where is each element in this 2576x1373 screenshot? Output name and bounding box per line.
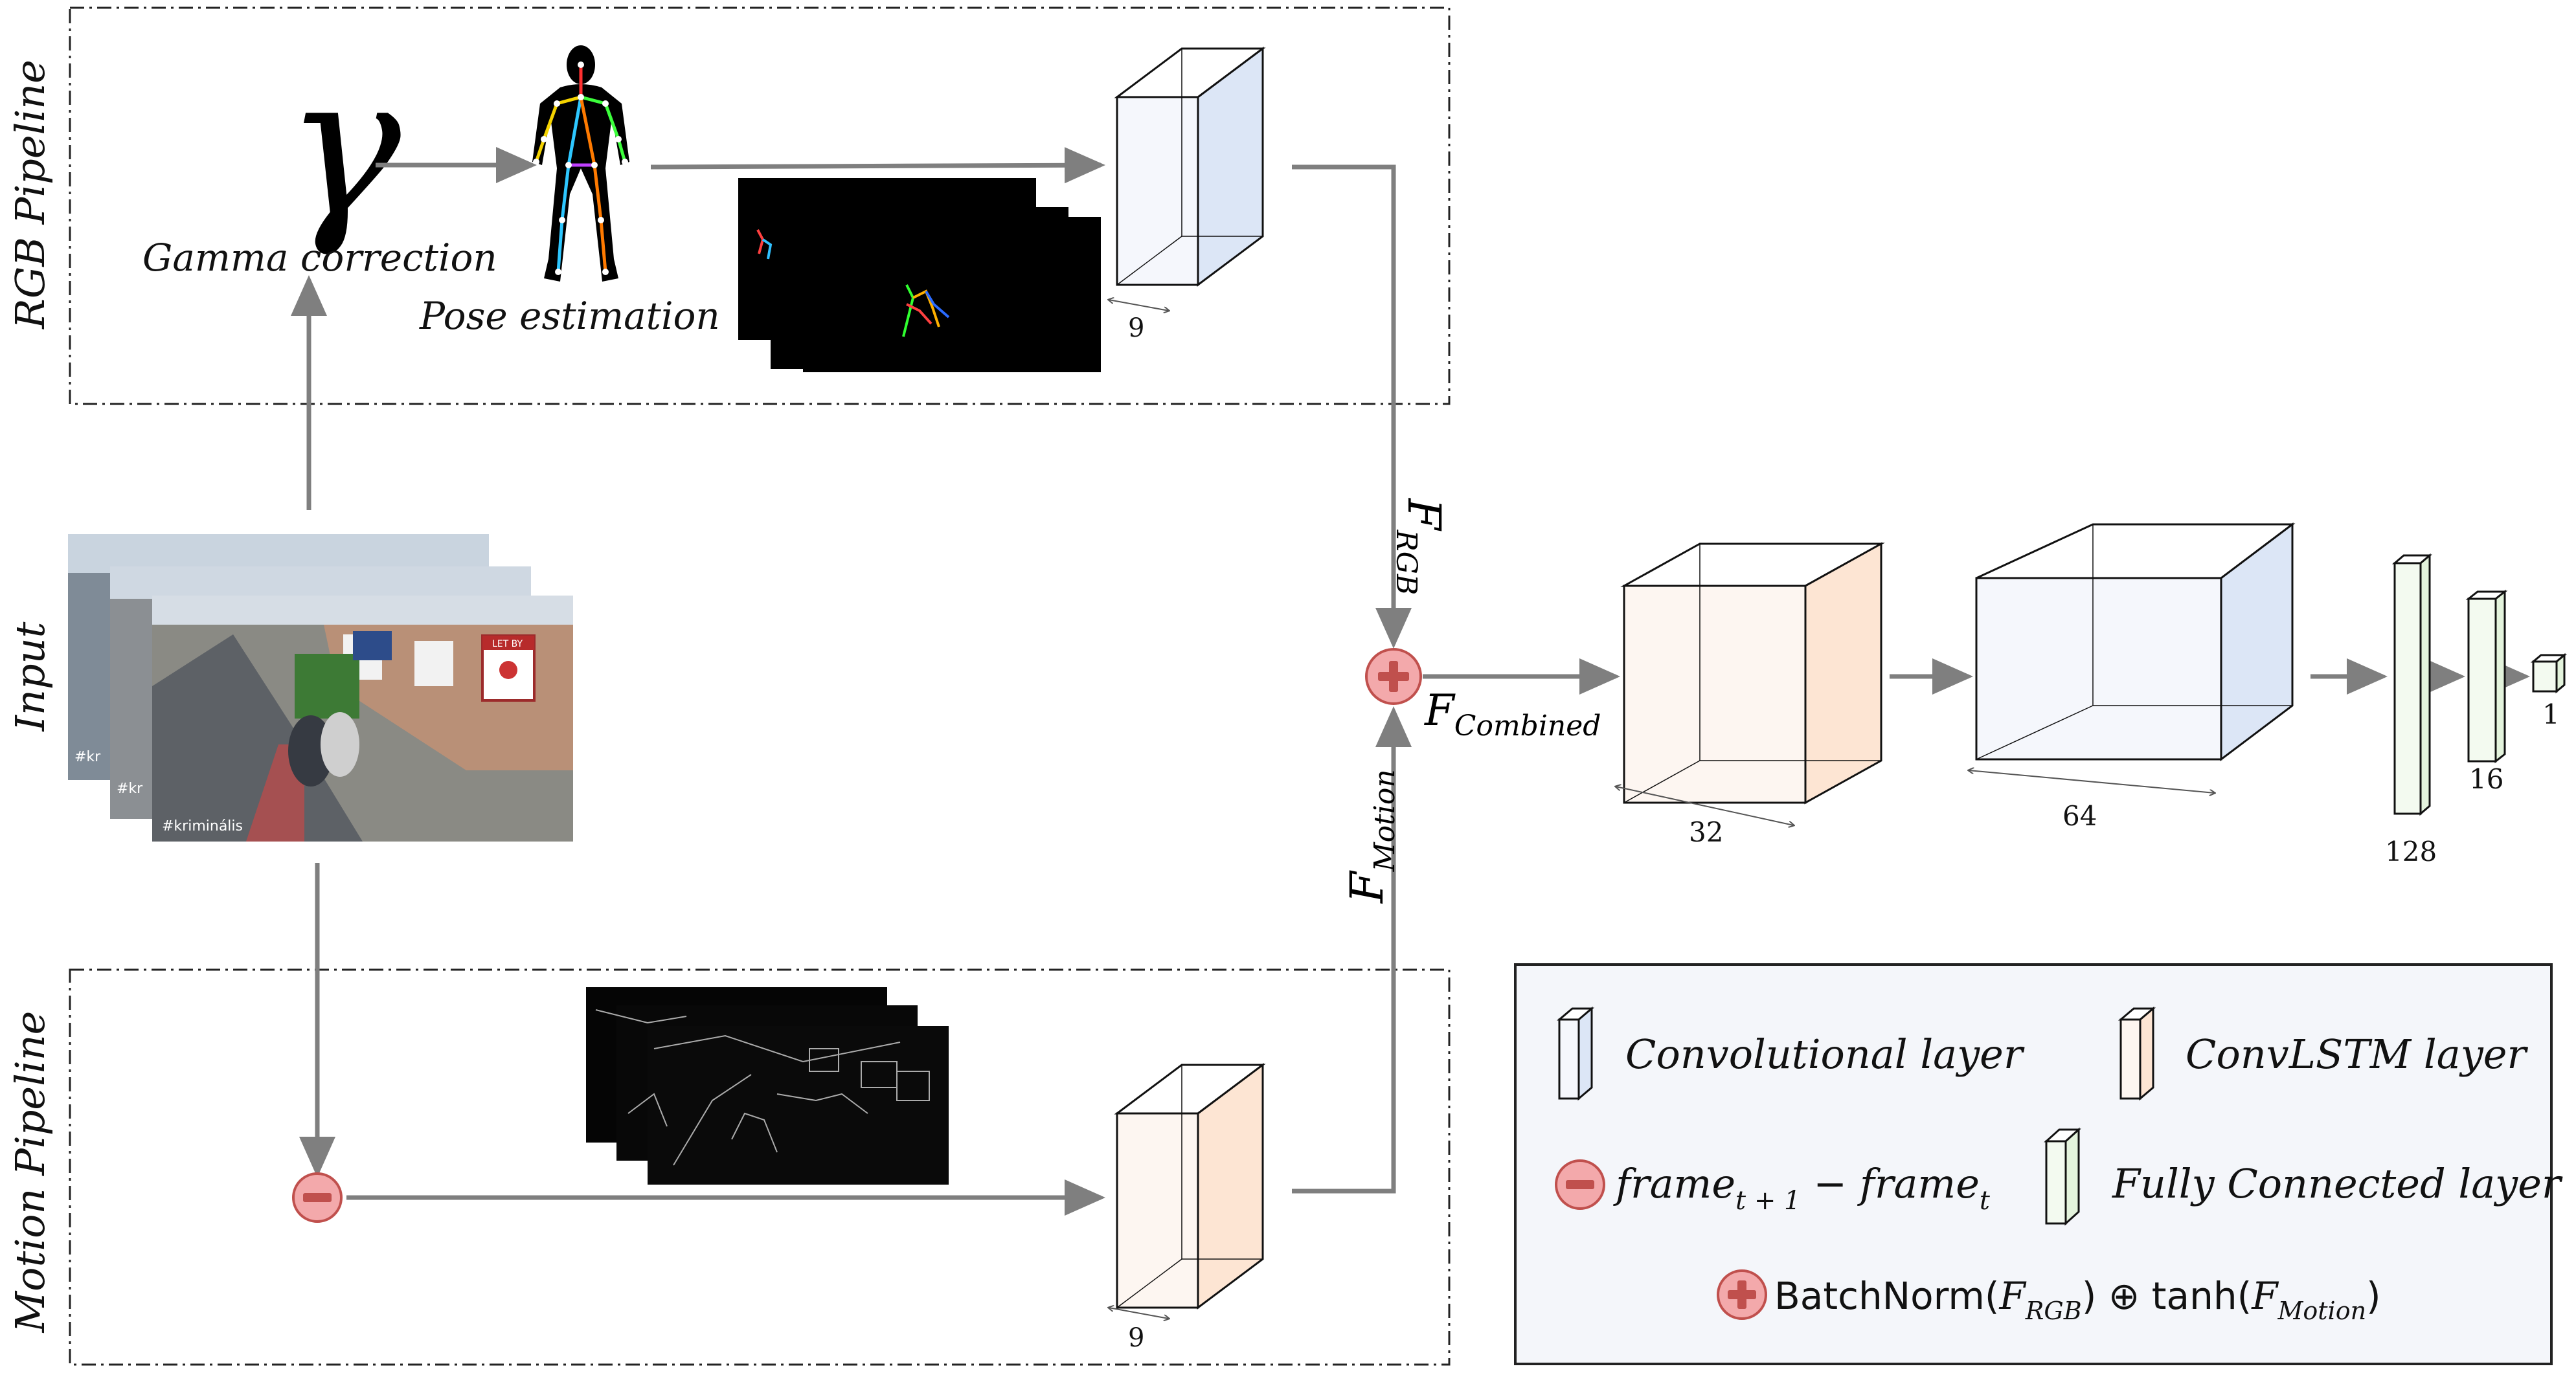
output-unit-block — [2530, 653, 2568, 694]
input-watermark-1: #kr — [74, 749, 101, 765]
motion-convlstm-dim — [1109, 1308, 1169, 1319]
legend-convlstm-label: ConvLSTM layer — [2186, 1031, 2528, 1078]
f-rgb-label: FRGB — [1390, 497, 1451, 595]
frame-difference-operator-icon — [292, 1172, 343, 1223]
rgb-pipeline-box — [69, 6, 1451, 405]
pose-estimation-label: Pose estimation — [419, 294, 720, 338]
convlstm-32-units: 32 — [1689, 816, 1723, 848]
conv-64-dim — [1969, 770, 2215, 793]
fc-16-units: 16 — [2469, 763, 2503, 795]
input-watermark-2: #kr — [117, 781, 143, 797]
f-motion-label: FMotion — [1340, 769, 1401, 904]
conv-64-units: 64 — [2062, 800, 2097, 832]
legend-conv-icon — [1556, 1006, 1595, 1101]
legend-plus-icon — [1717, 1269, 1767, 1320]
input-label: Input — [6, 621, 54, 731]
legend-fc-icon — [2044, 1127, 2081, 1226]
motion-pipeline-label: Motion Pipeline — [6, 1011, 54, 1334]
motion-convlstm-block — [1114, 1063, 1266, 1310]
input-watermark-3: #kriminális — [162, 818, 243, 834]
input-sign-text: LET BY — [492, 639, 523, 649]
pose-frames-stack — [738, 178, 1101, 372]
convlstm-32-block — [1620, 542, 1885, 805]
rgb-conv-block — [1114, 47, 1266, 287]
convlstm-32-dim — [1616, 787, 1794, 825]
pose-skeleton-icon — [532, 45, 629, 282]
conv-64-block — [1975, 522, 2296, 762]
gamma-correction-label: Gamma correction — [142, 236, 497, 280]
rgb-conv-dim — [1109, 300, 1169, 311]
motion-pipeline-box — [69, 968, 1451, 1366]
legend-convlstm-icon — [2118, 1006, 2156, 1101]
rgb-conv-depth: 9 — [1128, 313, 1144, 343]
legend-fusion-formula: BatchNorm(FRGB) ⊕ tanh(FMotion) — [1774, 1274, 2381, 1325]
svg-text:FRGB: FRGB — [1390, 497, 1451, 595]
output-units: 1 — [2542, 698, 2560, 730]
rgb-pipeline-label: RGB Pipeline — [6, 60, 54, 329]
fc-128-units: 128 — [2385, 836, 2437, 867]
connection-arrows — [291, 147, 2530, 1216]
fusion-operator-icon — [1365, 648, 1422, 705]
motion-frames-stack — [586, 987, 949, 1185]
legend-minus-icon — [1555, 1159, 1605, 1210]
legend-fc-label: Fully Connected layer — [2112, 1160, 2563, 1207]
input-frames-stack: LET BY #kr #kr #kriminális — [68, 534, 573, 842]
legend-frame-diff: framet + 1 − framet — [1613, 1160, 1991, 1216]
fc-128-block — [2391, 553, 2433, 816]
f-combined-label: FCombined — [1424, 686, 1601, 742]
legend-conv-label: Convolutional layer — [1625, 1031, 2025, 1078]
legend: Convolutional layer ConvLSTM layer frame… — [1514, 963, 2563, 1365]
fc-16-block — [2465, 589, 2508, 764]
svg-text:FMotion: FMotion — [1340, 769, 1401, 904]
motion-convlstm-depth: 9 — [1128, 1323, 1144, 1353]
gamma-symbol: γ — [285, 34, 403, 260]
